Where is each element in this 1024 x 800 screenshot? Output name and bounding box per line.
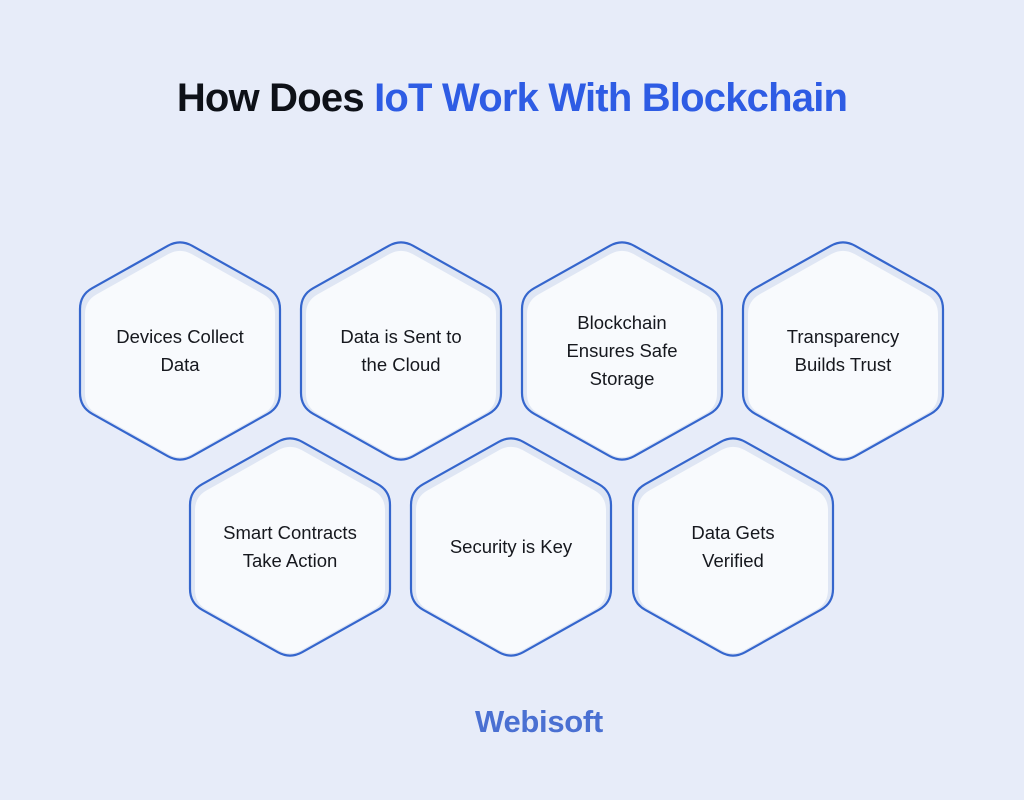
- hexagon-shape: [299, 241, 503, 461]
- hexagon-label: Blockchain Ensures Safe Storage: [566, 312, 678, 389]
- hexagon-shape: [78, 241, 282, 461]
- hexagon-shape: [520, 241, 724, 461]
- hexagon-tile-blockchain-safe-storage: Blockchain Ensures Safe Storage: [520, 237, 724, 465]
- hexagon-shape: [631, 437, 835, 657]
- hexagon-shape: [741, 241, 945, 461]
- hexagon-tile-security-is-key: Security is Key: [409, 433, 613, 661]
- hexagon-label: Smart Contracts Take Action: [223, 522, 357, 571]
- hexagon-shape: [409, 437, 613, 657]
- title-prefix: How Does: [176, 76, 375, 120]
- hexagon-tile-devices-collect-data: Devices Collect Data: [78, 237, 282, 465]
- hexagon-tile-data-sent-to-cloud: Data is Sent to the Cloud: [299, 237, 503, 465]
- page-title: How Does IoT Work With Blockchain: [0, 76, 1024, 121]
- hexagon-label: Data Gets Verified: [691, 522, 775, 571]
- hexagon-tile-smart-contracts-take-action: Smart Contracts Take Action: [188, 433, 392, 661]
- brand-footer: Webisoft: [475, 704, 603, 739]
- title-highlight: IoT Work With Blockchain: [374, 76, 848, 120]
- hexagon-tile-data-gets-verified: Data Gets Verified: [631, 433, 835, 661]
- hexagon-tile-transparency-builds-trust: Transparency Builds Trust: [741, 237, 945, 465]
- hexagon-label: Data is Sent to the Cloud: [340, 326, 462, 375]
- hexagon-label: Security is Key: [449, 536, 573, 558]
- hexagon-label: Devices Collect Data: [116, 326, 244, 375]
- hexagon-shape: [188, 437, 392, 657]
- hexagon-label: Transparency Builds Trust: [786, 326, 900, 375]
